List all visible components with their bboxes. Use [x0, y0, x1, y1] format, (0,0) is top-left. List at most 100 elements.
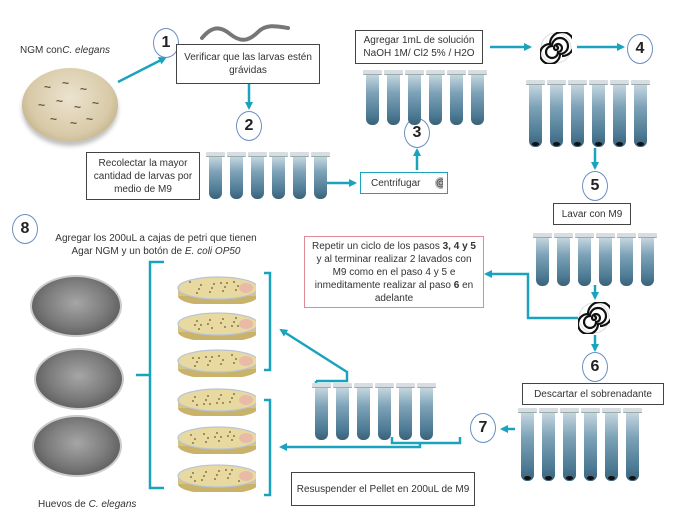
spiral-icon [578, 302, 610, 334]
egg-micrograph-icon [32, 415, 122, 477]
microcentrifuge-tube-icon [539, 408, 558, 481]
microcentrifuge-tube-icon [617, 233, 636, 286]
petri-dish-icon [177, 276, 256, 304]
discard-supernatant-box: Descartar el sobrenadante [522, 383, 664, 405]
microcentrifuge-tube-icon [405, 70, 424, 125]
wash-m9-box: Lavar con M9 [553, 203, 631, 225]
petri-dish-icon [177, 426, 256, 454]
ngm-plate-label-species: C. elegans [62, 45, 111, 56]
microcentrifuge-tube-icon [312, 383, 331, 440]
step-4-number: 4 [635, 40, 645, 57]
verify-larvae-text: Verificar que las larvas estén grávidas [184, 52, 312, 76]
microcentrifuge-tube-icon [554, 233, 573, 286]
microcentrifuge-tube-icon [248, 152, 267, 199]
step-6-number: 6 [590, 358, 600, 375]
tube-bracket-bottom [390, 437, 462, 445]
tube-group-solution [363, 70, 487, 125]
microcentrifuge-tube-icon [447, 70, 466, 125]
eggs-bracket [136, 260, 164, 490]
step-8-title-line1: Agregar los 200uL a cajas de petri que t… [55, 233, 257, 244]
step-8-title: Agregar los 200uL a cajas de petri que t… [46, 232, 266, 258]
verify-larvae-box: Verificar que las larvas estén grávidas [176, 44, 320, 84]
collect-larvae-text: Recolectar la mayor cantidad de larvas p… [93, 157, 193, 195]
step-7-number: 7 [478, 419, 488, 436]
tube-group-resuspend [312, 383, 436, 440]
tube-group-collect [206, 152, 330, 199]
step-2-badge: 2 [236, 111, 262, 141]
step-2-number: 2 [244, 117, 254, 134]
step-6-badge: 6 [582, 352, 608, 382]
microcentrifuge-tube-icon [560, 408, 579, 481]
repeat-cycle-box: Repetir un ciclo de los pasos 3, 4 y 5 y… [304, 236, 484, 308]
arrow-tubes-to-lower-dishes [279, 443, 422, 451]
worm-icon [200, 24, 290, 42]
resuspend-pellet-box: Resuspender el Pellet en 200uL de M9 [291, 472, 475, 506]
microcentrifuge-tube-icon [589, 80, 608, 147]
repeat-cycle-text: Repetir un ciclo de los pasos 3, 4 y 5 y… [312, 240, 476, 304]
microcentrifuge-tube-icon [384, 70, 403, 125]
spiral-icon [540, 32, 572, 64]
resuspend-pellet-text: Resuspender el Pellet en 200uL de M9 [296, 483, 470, 495]
microcentrifuge-tube-icon [227, 152, 246, 199]
microcentrifuge-tube-icon [575, 233, 594, 286]
microcentrifuge-tube-icon [526, 80, 545, 147]
tube-group-discard [518, 408, 642, 481]
tube-group-step4 [526, 80, 650, 147]
microcentrifuge-tube-icon [363, 70, 382, 125]
microcentrifuge-tube-icon [547, 80, 566, 147]
discard-supernatant-text: Descartar el sobrenadante [534, 388, 652, 400]
petri-dish-icon [177, 349, 256, 377]
egg-micrograph-icon [34, 348, 124, 410]
petri-dish-icon [177, 312, 256, 340]
centrifuge-text: Centrifugar [371, 177, 421, 189]
microcentrifuge-tube-icon [333, 383, 352, 440]
petri-dish-icon [177, 464, 256, 492]
spiral-icon [435, 177, 443, 189]
add-solution-box: Agregar 1mL de solución NaOH 1M/ Cl2 5% … [355, 30, 483, 64]
add-solution-text: Agregar 1mL de solución NaOH 1M/ Cl2 5% … [363, 35, 475, 59]
collect-larvae-box: Recolectar la mayor cantidad de larvas p… [86, 152, 200, 200]
step-4-badge: 4 [627, 34, 653, 64]
microcentrifuge-tube-icon [290, 152, 309, 199]
microcentrifuge-tube-icon [206, 152, 225, 199]
microcentrifuge-tube-icon [311, 152, 330, 199]
microcentrifuge-tube-icon [596, 233, 615, 286]
microcentrifuge-tube-icon [638, 233, 657, 286]
microcentrifuge-tube-icon [396, 383, 415, 440]
ngm-plate-label: NGM conC. elegans [20, 44, 110, 57]
step-3-number: 3 [412, 124, 422, 141]
step-8-number: 8 [20, 220, 30, 237]
step-1-number: 1 [161, 34, 171, 51]
petri-dish-icon [177, 388, 256, 416]
upper-dishes-bracket [264, 271, 272, 372]
microcentrifuge-tube-icon [581, 408, 600, 481]
ngm-plate-label-text: NGM con [20, 45, 63, 56]
microcentrifuge-tube-icon [533, 233, 552, 286]
microcentrifuge-tube-icon [426, 70, 445, 125]
lower-dishes-bracket [264, 398, 272, 497]
ngm-petri-plate-icon: ~ ~ ~ ~ ~ ~ ~ ~ ~ ~ [22, 68, 118, 142]
wash-m9-text: Lavar con M9 [561, 208, 623, 220]
tube-group-wash [533, 233, 657, 286]
microcentrifuge-tube-icon [631, 80, 650, 147]
microcentrifuge-tube-icon [468, 70, 487, 125]
eggs-caption: Huevos de C. elegans [38, 499, 137, 510]
step-8-title-line2: Agar NGM y un botón de E. coli OP50 [71, 246, 241, 257]
centrifuge-box: Centrifugar [360, 172, 448, 194]
arrow-tubes-to-upper-dishes [279, 328, 349, 383]
step-5-number: 5 [590, 177, 600, 194]
step-5-badge: 5 [582, 171, 608, 201]
arrow-plate-to-step1 [117, 56, 167, 84]
microcentrifuge-tube-icon [610, 80, 629, 147]
step-1-badge: 1 [153, 28, 179, 58]
microcentrifuge-tube-icon [375, 383, 394, 440]
microcentrifuge-tube-icon [354, 383, 373, 440]
step-7-badge: 7 [470, 413, 496, 443]
egg-micrograph-icon [30, 275, 122, 337]
arrow-spiral-to-repeat-box [484, 270, 578, 320]
microcentrifuge-tube-icon [518, 408, 537, 481]
step-8-badge: 8 [12, 214, 38, 244]
microcentrifuge-tube-icon [568, 80, 587, 147]
microcentrifuge-tube-icon [269, 152, 288, 199]
microcentrifuge-tube-icon [602, 408, 621, 481]
